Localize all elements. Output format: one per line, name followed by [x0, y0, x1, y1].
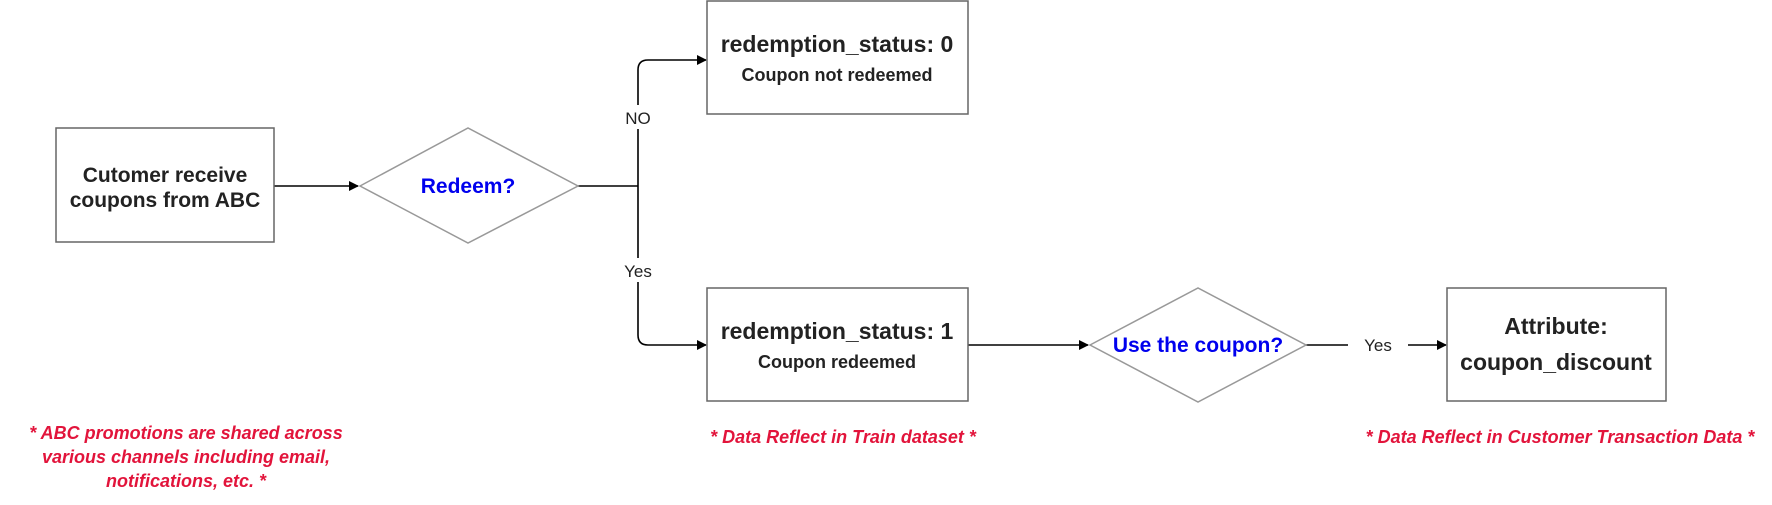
promotions-note: * ABC promotions are shared across vario… — [29, 423, 342, 491]
status-0-box: redemption_status: 0 Coupon not redeemed — [706, 0, 969, 115]
no-label-bg — [622, 105, 654, 129]
no-edge-label: NO — [625, 109, 651, 128]
yes-edge-label: Yes — [624, 262, 652, 281]
use-yes-edge-label: Yes — [1364, 336, 1392, 355]
status-1-title: redemption_status: 1 — [721, 318, 954, 344]
use-coupon-decision: Use the coupon? — [1088, 287, 1308, 403]
transaction-data-note: * Data Reflect in Customer Transaction D… — [1366, 427, 1756, 447]
redeem-decision-label: Redeem? — [421, 175, 516, 198]
status-0-subtitle: Coupon not redeemed — [741, 65, 932, 85]
attribute-box: Attribute: coupon_discount — [1446, 287, 1667, 402]
status-1-box: redemption_status: 1 Coupon redeemed — [706, 287, 969, 402]
promotions-note-line1: * ABC promotions are shared across — [29, 423, 342, 443]
yes-label-bg — [618, 258, 658, 282]
train-dataset-note: * Data Reflect in Train dataset * — [710, 427, 977, 447]
attribute-line1: Attribute: — [1504, 313, 1607, 339]
redeem-decision: Redeem? — [358, 127, 580, 244]
start-box-line2: coupons from ABC — [70, 189, 261, 212]
use-coupon-label: Use the coupon? — [1113, 334, 1283, 357]
status-1-subtitle: Coupon redeemed — [758, 352, 916, 372]
promotions-note-line2: various channels including email, — [42, 447, 330, 467]
start-box-line1: Cutomer receive — [83, 164, 248, 187]
status-0-title: redemption_status: 0 — [721, 31, 954, 57]
attribute-line2: coupon_discount — [1460, 349, 1652, 375]
connector-branch-yes — [637, 186, 707, 350]
start-box: Cutomer receive coupons from ABC — [55, 127, 275, 243]
connector-branch-no — [637, 55, 707, 186]
promotions-note-line3: notifications, etc. * — [106, 471, 267, 491]
